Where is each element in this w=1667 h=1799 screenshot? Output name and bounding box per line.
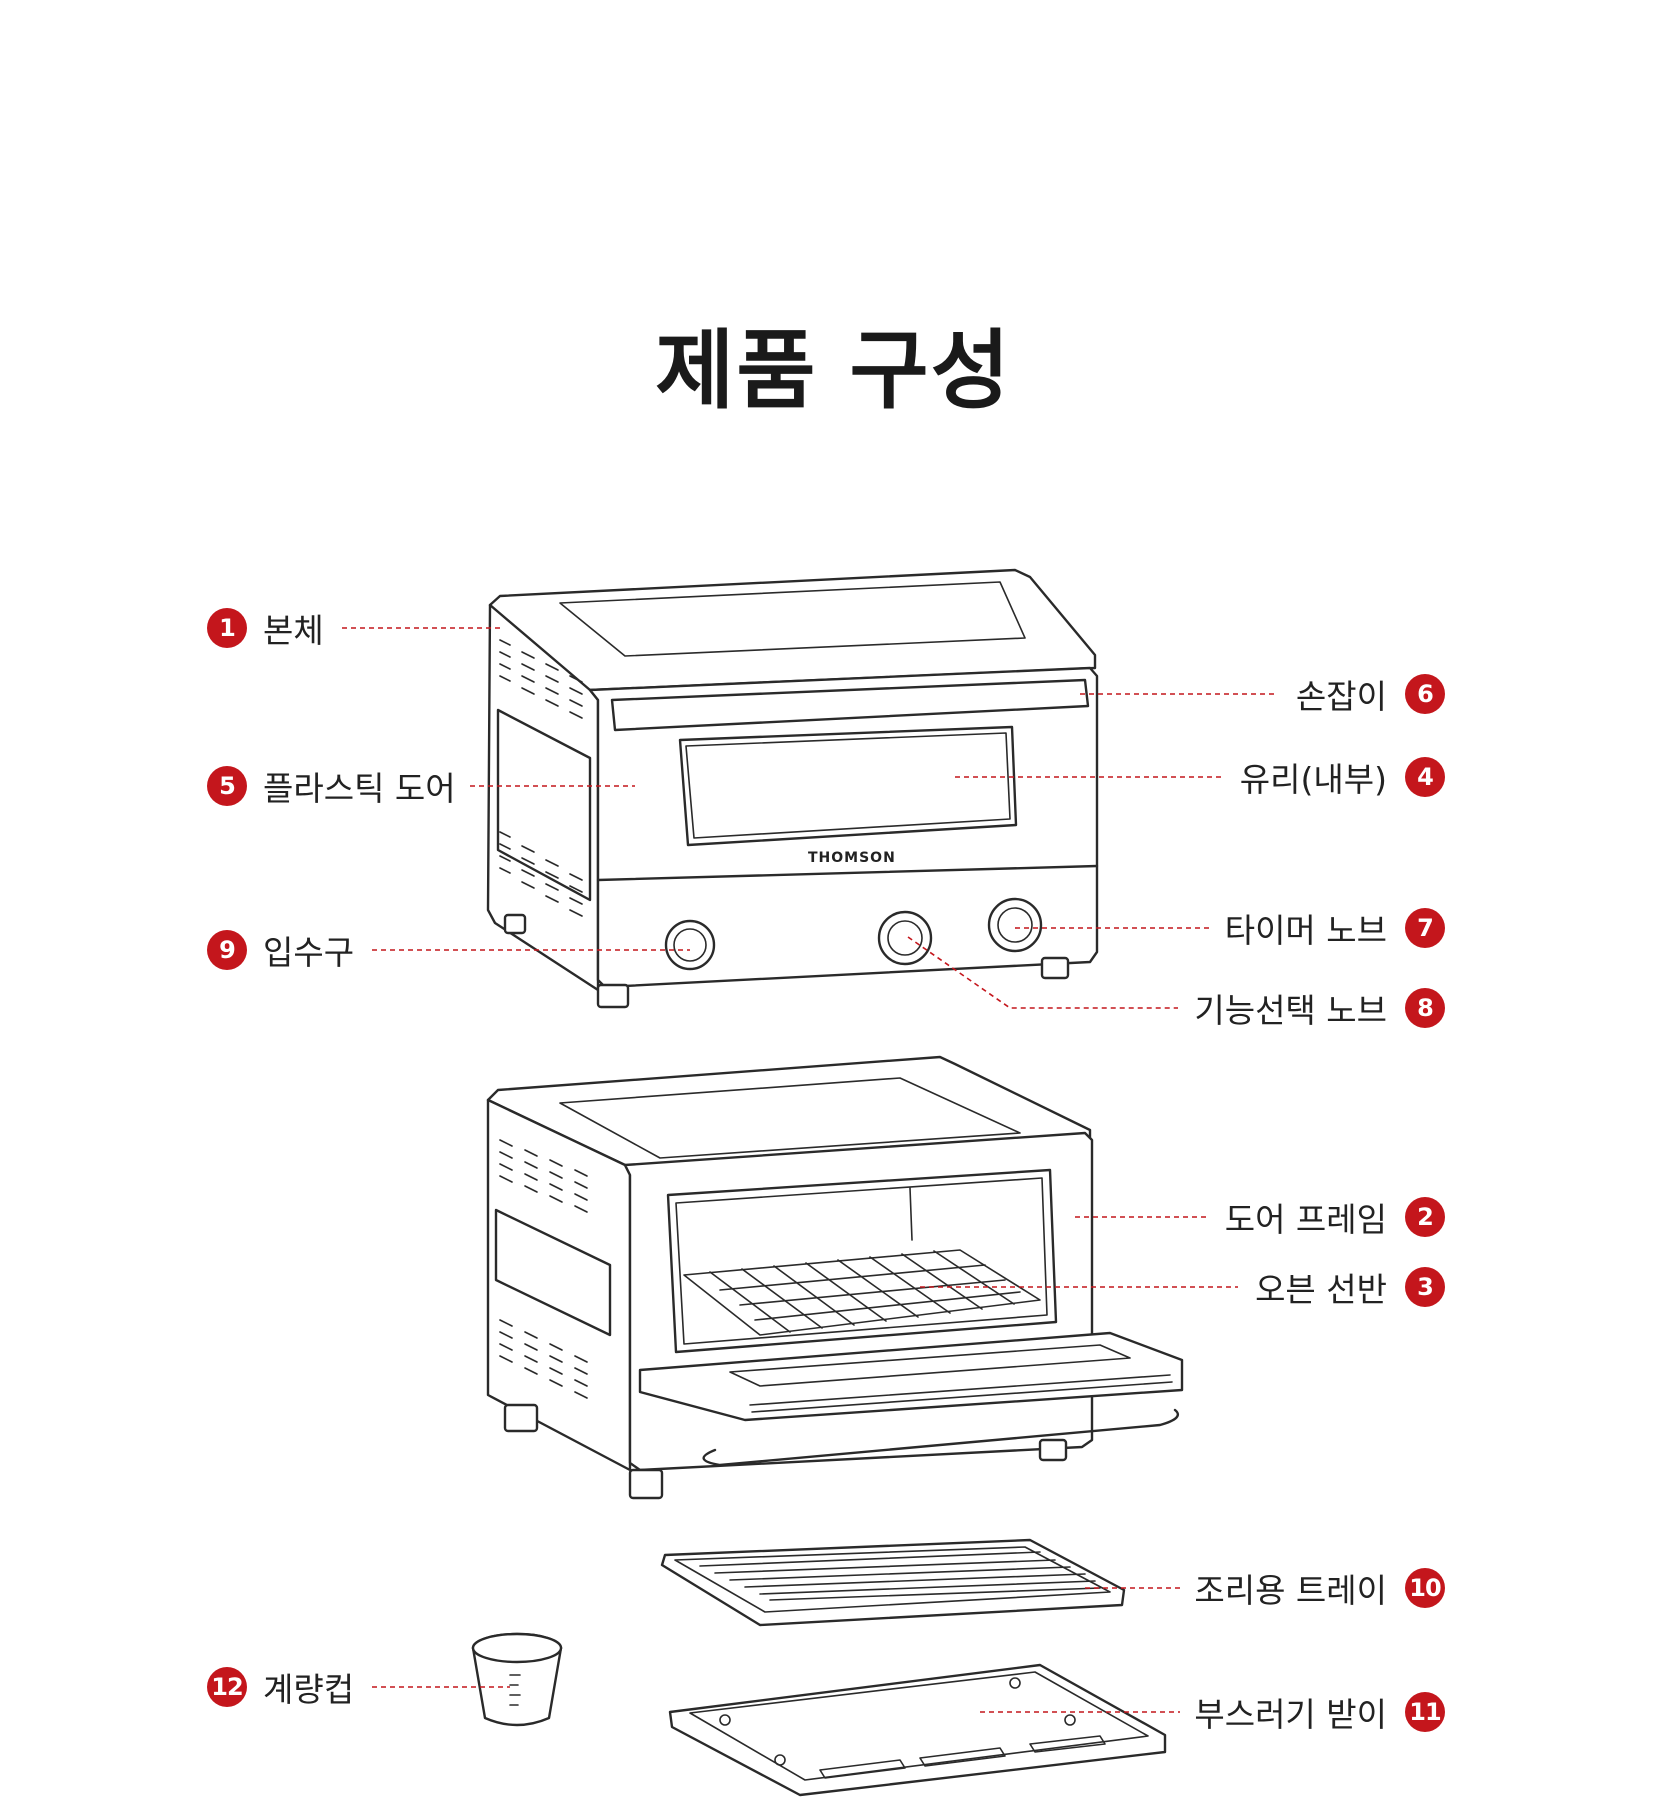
- part-number-badge: 12: [207, 1667, 247, 1707]
- brand-logo: THOMSON: [808, 850, 896, 866]
- part-number-badge: 8: [1405, 988, 1445, 1028]
- part-name: 오븐 선반: [1255, 1270, 1387, 1309]
- oven-closed-illustration: THOMSON: [486, 568, 1099, 1009]
- cooking-tray-illustration: [660, 1538, 1126, 1627]
- part-name: 타이머 노브: [1224, 911, 1387, 950]
- part-number-badge: 10: [1405, 1568, 1445, 1608]
- part-label-11: 부스러기 받이 11: [1194, 1690, 1445, 1734]
- part-name: 입수구: [263, 933, 355, 972]
- part-label-9: 9 입수구: [207, 928, 354, 972]
- part-number-badge: 6: [1405, 674, 1445, 714]
- part-name: 부스러기 받이: [1194, 1695, 1387, 1734]
- part-number-badge: 1: [207, 608, 247, 648]
- part-label-7: 타이머 노브 7: [1225, 906, 1445, 950]
- part-name: 계량컵: [263, 1670, 355, 1709]
- part-label-2: 도어 프레임 2: [1225, 1195, 1445, 1239]
- part-number-badge: 9: [207, 930, 247, 970]
- part-number-badge: 5: [207, 766, 247, 806]
- part-label-10: 조리용 트레이 10: [1194, 1566, 1445, 1610]
- part-number-badge: 4: [1405, 757, 1445, 797]
- leader-lines: [342, 627, 1278, 1713]
- part-label-12: 12 계량컵: [207, 1665, 354, 1709]
- part-label-8: 기능선택 노브 8: [1194, 986, 1445, 1030]
- oven-open-illustration: [486, 1055, 1184, 1500]
- part-label-3: 오븐 선반 3: [1255, 1265, 1445, 1309]
- part-name: 유리(내부): [1239, 760, 1387, 799]
- part-label-5: 5 플라스틱 도어: [207, 764, 456, 808]
- part-name: 도어 프레임: [1224, 1200, 1387, 1239]
- part-label-4: 유리(내부) 4: [1240, 755, 1445, 799]
- part-name: 플라스틱 도어: [263, 769, 456, 808]
- part-name: 기능선택 노브: [1194, 991, 1387, 1030]
- page-title: 제품 구성: [655, 321, 1012, 421]
- part-label-1: 1 본체: [207, 606, 324, 650]
- crumb-tray-illustration: [668, 1663, 1167, 1797]
- part-number-badge: 2: [1405, 1197, 1445, 1237]
- part-number-badge: 7: [1405, 908, 1445, 948]
- part-name: 본체: [263, 611, 324, 650]
- part-name: 손잡이: [1295, 677, 1387, 716]
- part-name: 조리용 트레이: [1194, 1571, 1387, 1610]
- part-label-6: 손잡이 6: [1296, 672, 1445, 716]
- part-number-badge: 11: [1405, 1692, 1445, 1732]
- part-number-badge: 3: [1405, 1267, 1445, 1307]
- measuring-cup-illustration: [471, 1632, 563, 1727]
